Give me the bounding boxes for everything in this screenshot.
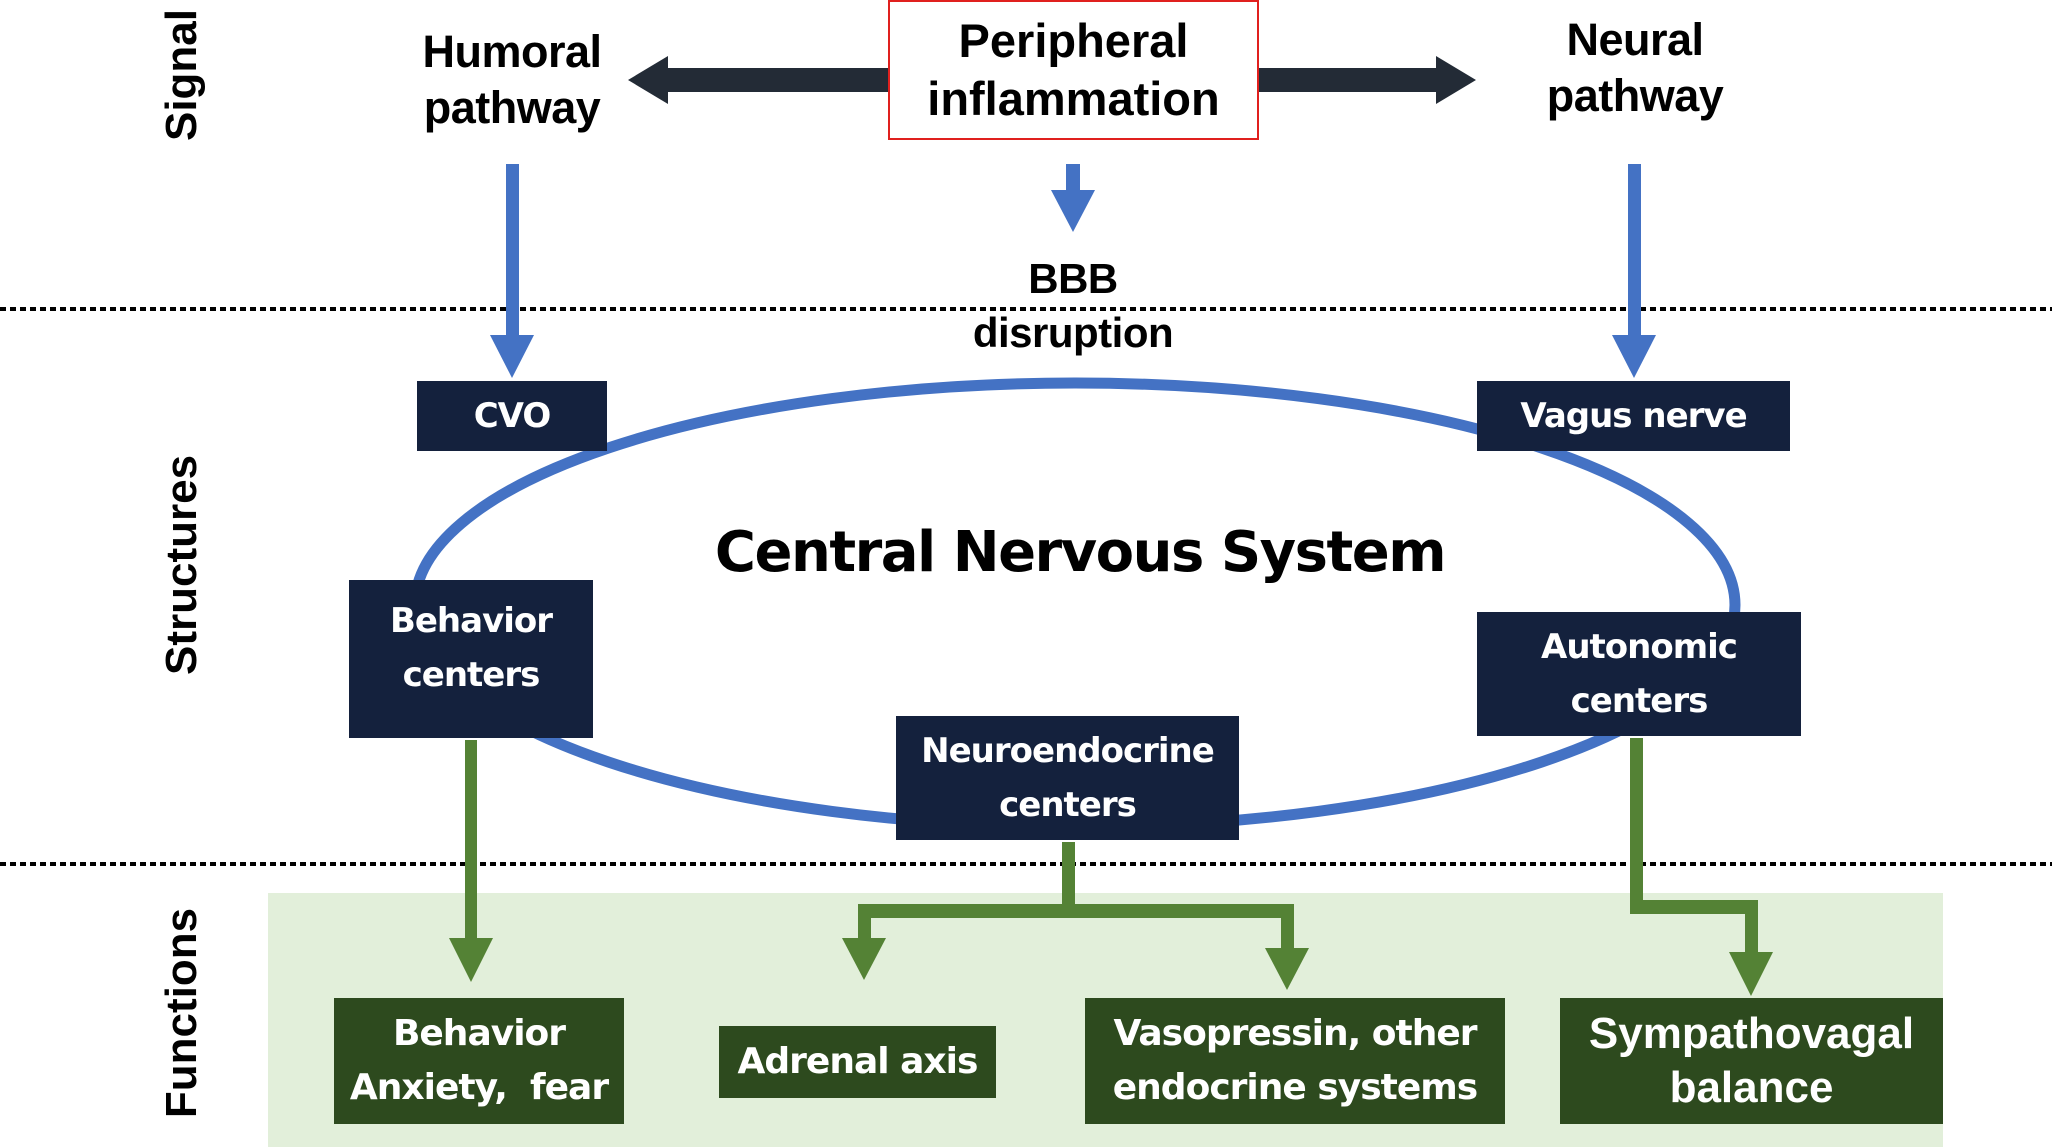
- arrow-to-neural: [1257, 56, 1476, 104]
- row-label-signal: Signal: [157, 8, 206, 142]
- peripheral-line1: Peripheral: [958, 14, 1189, 67]
- cvo-label: CVO: [473, 396, 552, 436]
- sympathovagal-line1: Sympathovagal: [1588, 1009, 1915, 1058]
- neural-line2: pathway: [1546, 70, 1724, 121]
- bbb-line2: disruption: [972, 309, 1174, 356]
- neural-pathway-label: Neural pathway: [1515, 12, 1755, 124]
- arrow-behavior-centers-to-behavior: [449, 740, 493, 982]
- row-label-functions: Functions: [157, 907, 206, 1119]
- behavior-function-line1: Behavior: [392, 1013, 566, 1054]
- arrow-to-humoral: [628, 56, 890, 104]
- arrow-humoral-to-cvo: [490, 164, 534, 378]
- autonomic-line1: Autonomic: [1541, 627, 1738, 667]
- arrow-neuroendocrine-split: [842, 842, 1309, 990]
- vagus-nerve-box: Vagus nerve: [1477, 381, 1790, 451]
- peripheral-line2: inflammation: [927, 72, 1220, 125]
- row-label-structures: Structures: [157, 454, 206, 675]
- adrenal-axis-box: Adrenal axis: [719, 1026, 996, 1098]
- vagus-label: Vagus nerve: [1520, 396, 1747, 436]
- adrenal-label: Adrenal axis: [737, 1041, 979, 1082]
- arrow-to-bbb: [1051, 164, 1095, 232]
- autonomic-line2: centers: [1570, 681, 1709, 721]
- arrow-neural-to-vagus: [1612, 164, 1656, 378]
- neuroendocrine-line2: centers: [999, 785, 1137, 825]
- bbb-line1: BBB: [1028, 255, 1118, 302]
- peripheral-inflammation-box: Peripheral inflammation: [888, 0, 1259, 140]
- autonomic-centers-box: Autonomic centers: [1477, 612, 1801, 736]
- behavior-centers-box: Behavior centers: [349, 580, 593, 738]
- behavior-centers-line2: centers: [402, 655, 541, 695]
- bbb-disruption-label: BBB disruption: [923, 252, 1223, 360]
- behavior-function-line2: Anxiety, fear: [349, 1067, 609, 1108]
- cns-title: Central Nervous System: [714, 520, 1447, 585]
- behavior-function-box: Behavior Anxiety, fear: [334, 998, 624, 1124]
- neural-line1: Neural: [1566, 14, 1704, 65]
- vasopressin-box: Vasopressin, other endocrine systems: [1085, 998, 1505, 1124]
- humoral-pathway-label: Humoral pathway: [392, 24, 632, 136]
- behavior-centers-line1: Behavior: [389, 601, 553, 641]
- sympathovagal-balance-box: Sympathovagal balance: [1560, 998, 1943, 1124]
- neuroendocrine-line1: Neuroendocrine: [921, 731, 1215, 771]
- humoral-line2: pathway: [423, 82, 601, 133]
- vasopressin-line2: endocrine systems: [1112, 1067, 1478, 1108]
- sympathovagal-line2: balance: [1669, 1063, 1834, 1112]
- cvo-box: CVO: [417, 381, 607, 451]
- arrow-autonomic-to-sympathovagal: [1630, 738, 1773, 996]
- vasopressin-line1: Vasopressin, other: [1113, 1013, 1477, 1054]
- humoral-line1: Humoral: [422, 26, 602, 77]
- neuroendocrine-centers-box: Neuroendocrine centers: [896, 716, 1239, 840]
